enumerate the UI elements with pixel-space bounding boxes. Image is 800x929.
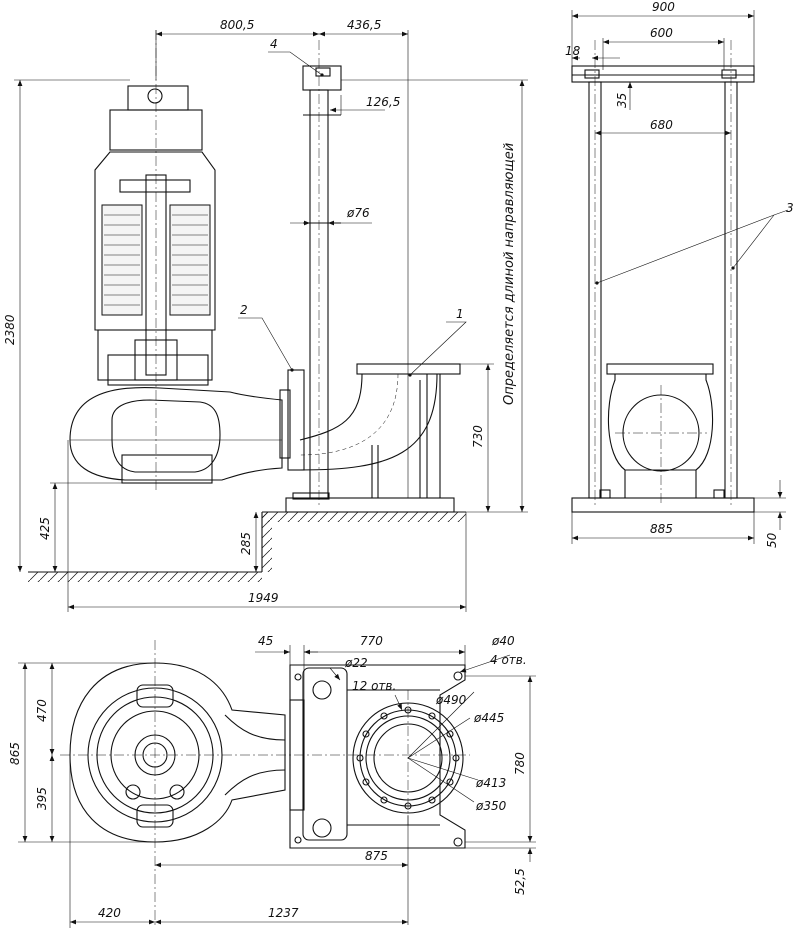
dim-holes-4: 4 отв.	[490, 653, 527, 667]
dim-420: 420	[98, 906, 121, 920]
callout-1: 1	[456, 307, 464, 321]
dim-470: 470	[35, 699, 49, 722]
side-dims	[571, 10, 786, 544]
dim-600: 600	[650, 26, 673, 40]
dim-hole-40: ø40	[491, 634, 515, 648]
floor-lower	[28, 571, 262, 582]
foot-plate-block	[292, 492, 330, 500]
dim-730: 730	[471, 425, 485, 448]
dim-285: 285	[239, 532, 253, 555]
dim-45: 45	[258, 634, 273, 648]
dim-2380: 2380	[3, 314, 17, 345]
foot-base-plate	[285, 497, 455, 513]
pump-motor	[94, 30, 216, 490]
dim-circle-413: ø413	[475, 776, 506, 790]
dim-680: 680	[650, 118, 673, 132]
front-callouts	[238, 51, 467, 377]
discharge-elbow	[279, 363, 461, 498]
dim-885: 885	[650, 522, 673, 536]
plan-flange	[352, 690, 479, 825]
dim-hole-22: ø22	[344, 656, 368, 670]
dim-800-5: 800,5	[220, 18, 254, 32]
dim-875: 875	[365, 849, 388, 863]
dim-126-5: 126,5	[366, 95, 400, 109]
dim-436-5: 436,5	[347, 18, 381, 32]
side-base-plate	[571, 497, 755, 513]
dim-50: 50	[765, 532, 779, 548]
dim-52-5: 52,5	[513, 868, 527, 895]
plan-view: 45 770 ø22 12 отв. ø40 4 отв. ø490 ø445 …	[8, 634, 536, 928]
dim-425: 425	[38, 517, 52, 540]
callout-2: 2	[240, 303, 248, 317]
plan-pump	[60, 640, 470, 925]
front-dims	[14, 30, 528, 612]
pump-volute	[69, 386, 283, 484]
guide-length-note: Определяется длиной направляющей	[502, 143, 517, 405]
dim-865: 865	[8, 742, 22, 765]
side-discharge	[606, 363, 714, 505]
dim-35: 35	[615, 93, 629, 108]
dim-900: 900	[652, 0, 675, 14]
side-top-bracket	[571, 65, 755, 83]
dim-circle-350: ø350	[475, 799, 507, 813]
dim-circle-445: ø445	[473, 711, 504, 725]
dim-780: 780	[513, 752, 527, 775]
front-view: 800,5 436,5 126,5 ø76 2380 425 285 730 1…	[3, 18, 528, 612]
dim-circle-490: ø490	[435, 693, 467, 707]
dim-holes-12: 12 отв.	[352, 679, 396, 693]
callout-4: 4	[270, 37, 278, 51]
dim-guide-diameter: ø76	[346, 206, 370, 220]
callout-3: 3	[786, 201, 794, 215]
dim-770: 770	[360, 634, 383, 648]
dim-395: 395	[35, 787, 49, 810]
dim-1949: 1949	[248, 591, 279, 605]
side-view: 900 600 18 35 680 885 50 3	[565, 0, 794, 548]
floor-pit-wall	[261, 511, 466, 572]
dim-1237: 1237	[268, 906, 299, 920]
dim-18: 18	[565, 44, 581, 58]
plan-dims	[18, 645, 536, 928]
